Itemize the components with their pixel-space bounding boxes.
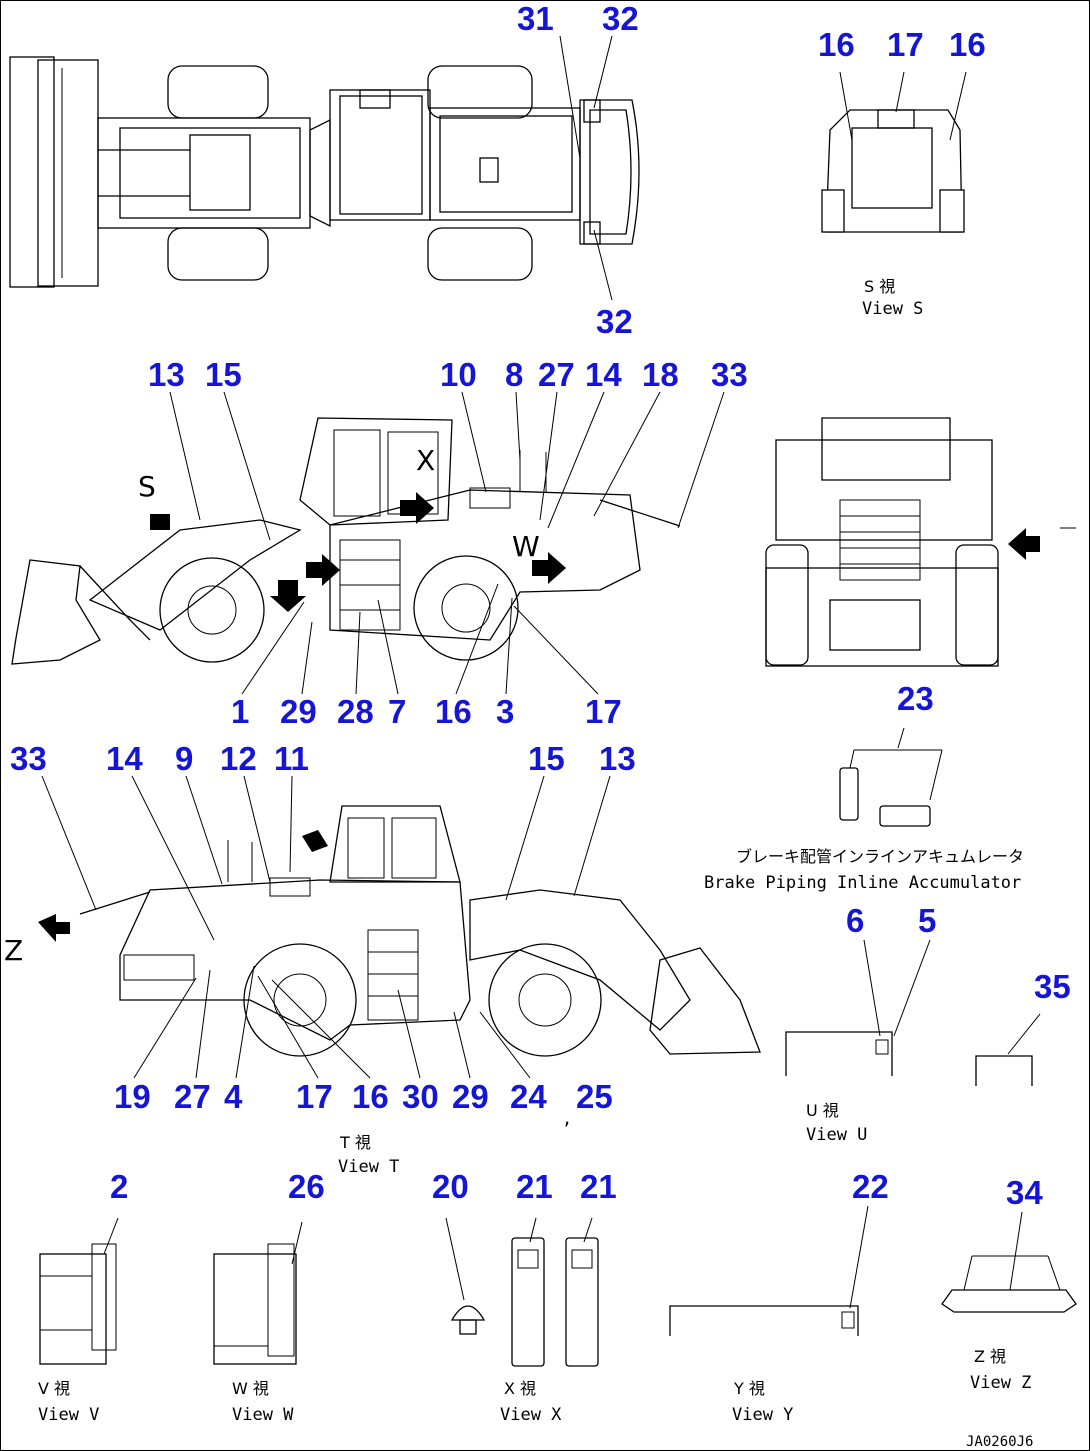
view-caption-jp: Z 視 <box>974 1347 1006 1366</box>
part-number: 7 <box>388 693 406 730</box>
view-caption-jp: X 視 <box>504 1379 536 1398</box>
part-number: 29 <box>452 1078 489 1115</box>
part-number: 16 <box>818 26 855 63</box>
part-number: 3 <box>496 693 514 730</box>
part-number: 13 <box>148 356 185 393</box>
part-number: 26 <box>288 1168 325 1205</box>
part-number: 27 <box>174 1078 211 1115</box>
part-number: 23 <box>897 680 934 717</box>
view-z-detail <box>941 1211 1077 1313</box>
view-caption-jp: Y 視 <box>733 1379 765 1398</box>
part-number: 24 <box>510 1078 547 1115</box>
part-number: 17 <box>585 693 622 730</box>
part-number: 20 <box>432 1168 469 1205</box>
accumulator-caption-jp: ブレーキ配管インラインアキュムレータ <box>736 847 1024 866</box>
part-number: 1 <box>231 693 249 730</box>
part-number: 2 <box>110 1168 128 1205</box>
part-number: 32 <box>596 303 633 340</box>
separator-mark: , <box>562 1109 572 1129</box>
part-number: 32 <box>602 0 639 37</box>
part-number: 28 <box>337 693 374 730</box>
accumulator-caption-en: Brake Piping Inline Accumulator <box>704 873 1021 893</box>
part-number: 19 <box>114 1078 151 1115</box>
part-number: 30 <box>402 1078 439 1115</box>
view-s-cab <box>821 71 967 233</box>
part-number: 4 <box>224 1078 243 1115</box>
view-u-detail <box>785 939 1041 1086</box>
part-number: 13 <box>599 740 636 777</box>
part-number: 16 <box>352 1078 389 1115</box>
part-number: 12 <box>220 740 257 777</box>
part-number: 15 <box>528 740 565 777</box>
view-v-detail <box>39 1217 119 1365</box>
part-number: 33 <box>711 356 748 393</box>
accumulator-detail <box>839 727 943 827</box>
side-view-left <box>11 417 681 665</box>
view-marker: Z <box>4 934 23 967</box>
view-caption-en: View U <box>806 1125 867 1145</box>
part-number: 16 <box>435 693 472 730</box>
view-caption-jp: T 視 <box>339 1133 371 1152</box>
part-number: 35 <box>1034 968 1071 1005</box>
part-number: 11 <box>274 740 309 777</box>
part-number: 9 <box>175 740 193 777</box>
part-number: 14 <box>585 356 622 393</box>
part-number: 5 <box>918 902 936 939</box>
part-number: 27 <box>538 356 575 393</box>
part-number: 17 <box>887 26 924 63</box>
part-number: 25 <box>576 1078 613 1115</box>
part-number: 16 <box>949 26 986 63</box>
part-number: 18 <box>642 356 679 393</box>
part-number: 31 <box>517 0 554 37</box>
drawing-code: JA0260J6 <box>966 1434 1033 1450</box>
part-number: 22 <box>852 1168 889 1205</box>
side-view-right <box>38 805 761 1057</box>
view-marker: S <box>138 470 156 503</box>
view-y-detail <box>669 1205 869 1336</box>
side-right-leaders <box>41 775 611 1079</box>
view-caption-en: View T <box>338 1157 399 1177</box>
part-number: 6 <box>846 902 864 939</box>
view-caption-en: View Z <box>970 1373 1031 1393</box>
view-marker: X <box>416 444 435 477</box>
rear-view-machine <box>765 417 1076 667</box>
view-caption-en: View S <box>862 299 923 319</box>
part-number: 8 <box>505 356 523 393</box>
part-number: 14 <box>106 740 143 777</box>
view-marker: W <box>512 530 540 563</box>
top-view-machine <box>9 56 640 288</box>
part-number: 17 <box>296 1078 333 1115</box>
part-number: 21 <box>516 1168 553 1205</box>
part-number: 10 <box>440 356 477 393</box>
side-left-leaders <box>169 391 725 695</box>
view-w-detail <box>213 1221 303 1365</box>
view-x-detail <box>511 1217 599 1367</box>
view-caption-jp: S 視 <box>864 277 895 296</box>
view-caption-en: View W <box>232 1405 294 1425</box>
part-number: 29 <box>280 693 317 730</box>
view-caption-jp: V 視 <box>38 1379 70 1398</box>
part-20-detail <box>445 1217 486 1335</box>
view-caption-jp: W 視 <box>232 1379 269 1398</box>
part-number: 21 <box>580 1168 617 1205</box>
view-caption-en: View X <box>500 1405 562 1425</box>
part-number: 33 <box>10 740 47 777</box>
view-caption-en: View V <box>38 1405 99 1425</box>
part-number: 15 <box>205 356 242 393</box>
part-number: 34 <box>1006 1174 1043 1211</box>
view-caption-en: View Y <box>732 1405 793 1425</box>
view-caption-jp: U 視 <box>806 1101 839 1120</box>
